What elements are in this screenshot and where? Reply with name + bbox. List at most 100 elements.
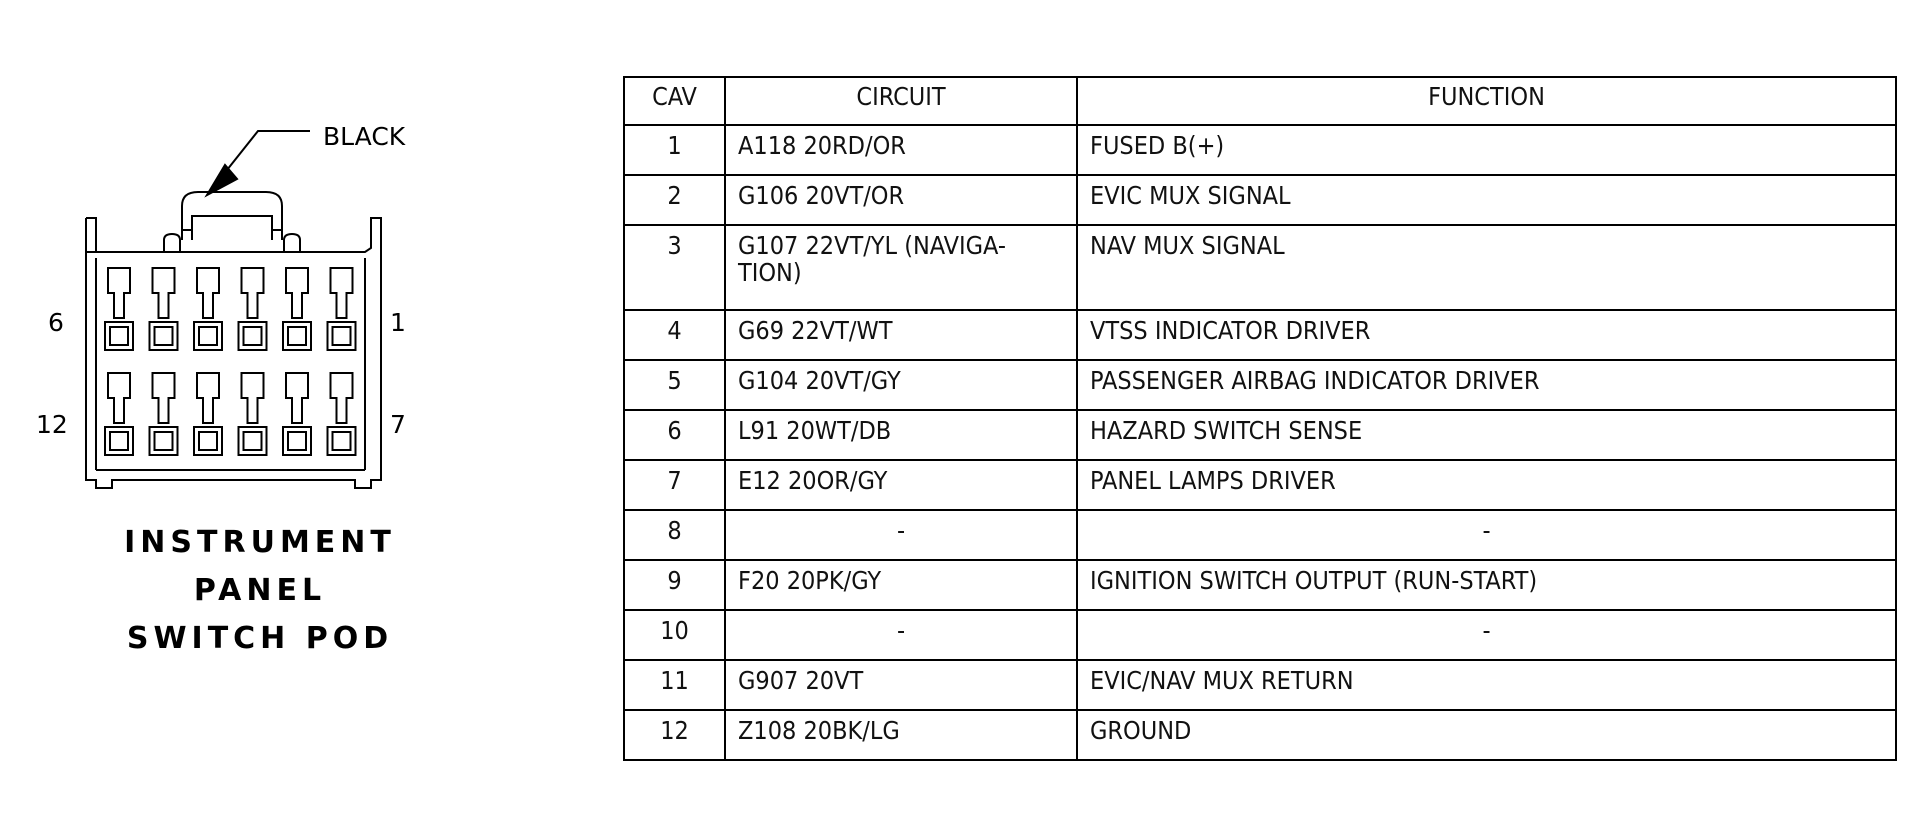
cell-function: PASSENGER AIRBAG INDICATOR DRIVER (1076, 359, 1897, 411)
cell-function: FUSED B(+) (1076, 124, 1897, 176)
cavity-terminal (285, 372, 309, 424)
cell-cav: 7 (623, 459, 726, 511)
cavity-socket (104, 426, 134, 456)
cavity-socket-inner (287, 326, 307, 346)
cell-cav: 12 (623, 709, 726, 761)
cell-circuit: - (724, 509, 1078, 561)
cell-cav: 2 (623, 174, 726, 226)
pin-label-top-right: 1 (390, 308, 406, 337)
cavity-terminal (151, 267, 176, 319)
cavity-socket (282, 321, 312, 351)
cavity-socket-inner (109, 326, 129, 346)
cavity-socket-inner (153, 431, 174, 451)
cavity-socket (326, 321, 357, 351)
cavity-socket-inner (331, 326, 352, 346)
cell-cav: 8 (623, 509, 726, 561)
cavity-socket-inner (198, 326, 218, 346)
table-row: 10-- (623, 609, 1897, 661)
cavity-socket-inner (331, 431, 352, 451)
cell-cav: 10 (623, 609, 726, 661)
header-circuit: CIRCUIT (724, 76, 1078, 126)
cavity-terminal (240, 267, 265, 319)
table-row: 8-- (623, 509, 1897, 561)
connector-caption-line-1: INSTRUMENT (124, 525, 396, 560)
cavity-terminal (107, 372, 131, 424)
cell-function: - (1076, 509, 1897, 561)
connector-color-label: BLACK (323, 122, 406, 151)
cell-cav: 4 (623, 309, 726, 361)
cell-cav: 3 (623, 224, 726, 311)
connector-caption-line-2: PANEL (193, 573, 327, 608)
cavity-socket-inner (242, 431, 263, 451)
cavity-socket-inner (242, 326, 263, 346)
header-function: FUNCTION (1076, 76, 1897, 126)
cell-function: GROUND (1076, 709, 1897, 761)
cavity-terminal (107, 267, 131, 319)
cell-circuit: L91 20WT/DB (724, 409, 1078, 461)
cavity-terminal (196, 372, 220, 424)
cavity-terminal (329, 372, 354, 424)
cell-function: HAZARD SWITCH SENSE (1076, 409, 1897, 461)
cavity-socket (326, 426, 357, 456)
cell-function: NAV MUX SIGNAL (1076, 224, 1897, 311)
cell-cav: 6 (623, 409, 726, 461)
header-cav: CAV (623, 76, 726, 126)
pin-label-bottom-right: 7 (390, 410, 406, 439)
connector-latch (181, 191, 283, 240)
cavity-terminal (196, 267, 220, 319)
cavity-grid (104, 267, 357, 456)
cell-function: - (1076, 609, 1897, 661)
cell-circuit: G69 22VT/WT (724, 309, 1078, 361)
cavity-socket (104, 321, 134, 351)
cavity-socket (193, 321, 223, 351)
cell-function: IGNITION SWITCH OUTPUT (RUN-START) (1076, 559, 1897, 611)
cell-circuit: Z108 20BK/LG (724, 709, 1078, 761)
cell-cav: 1 (623, 124, 726, 176)
connector-housing-left-wall (86, 217, 97, 252)
cavity-socket (237, 426, 268, 456)
cell-circuit: G104 20VT/GY (724, 359, 1078, 411)
cavity-socket (282, 426, 312, 456)
cell-cav: 5 (623, 359, 726, 411)
connector-drawing: BLACK 6 1 12 7 (36, 122, 406, 489)
cavity-socket-inner (109, 431, 129, 451)
cell-circuit: - (724, 609, 1078, 661)
cell-function: VTSS INDICATOR DRIVER (1076, 309, 1897, 361)
cavity-socket-inner (198, 431, 218, 451)
connector-diagram: BLACK 6 1 12 7 INSTRUMENT PANEL SWITCH P… (0, 0, 600, 829)
cavity-terminal (240, 372, 265, 424)
pin-label-bottom-left: 12 (36, 410, 68, 439)
cavity-socket-inner (153, 326, 174, 346)
cavity-socket (148, 426, 179, 456)
cell-cav: 11 (623, 659, 726, 711)
cavity-socket (148, 321, 179, 351)
connector-housing-outline (85, 217, 382, 489)
connector-caption-line-3: SWITCH POD (126, 621, 394, 656)
table-header-row: CAV CIRCUIT FUNCTION (623, 76, 1897, 126)
cell-function: EVIC/NAV MUX RETURN (1076, 659, 1897, 711)
cavity-terminal (151, 372, 176, 424)
cavity-terminal (285, 267, 309, 319)
cell-circuit: G107 22VT/YL (NAVIGA- TION) (724, 224, 1078, 311)
cavity-socket-inner (287, 431, 307, 451)
cell-circuit: G106 20VT/OR (724, 174, 1078, 226)
cavity-socket (237, 321, 268, 351)
cell-function: PANEL LAMPS DRIVER (1076, 459, 1897, 511)
cell-circuit: F20 20PK/GY (724, 559, 1078, 611)
cavity-socket (193, 426, 223, 456)
cell-circuit: E12 20OR/GY (724, 459, 1078, 511)
leader-arrow-icon (204, 163, 239, 198)
pin-label-top-left: 6 (48, 308, 64, 337)
